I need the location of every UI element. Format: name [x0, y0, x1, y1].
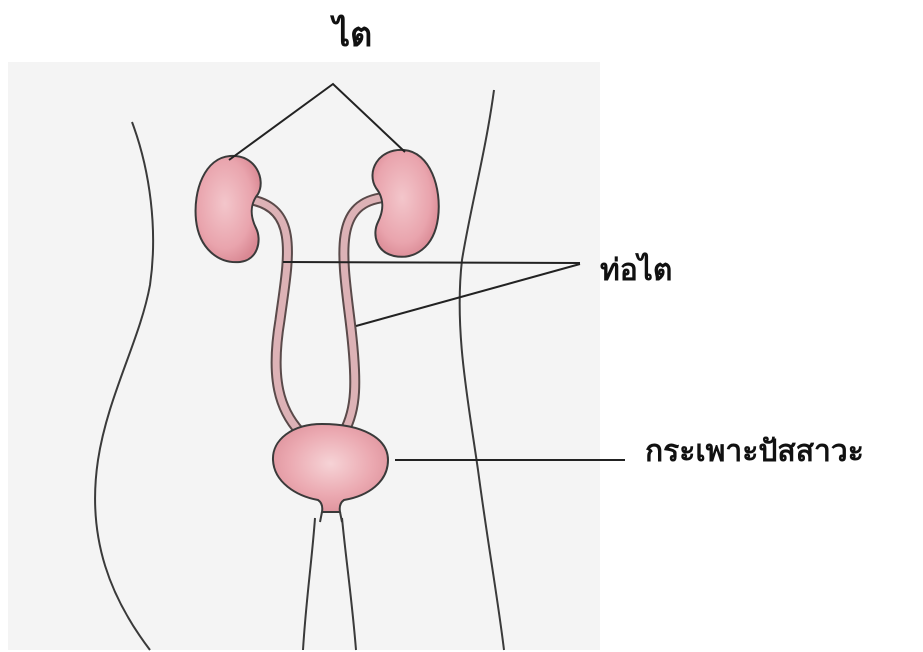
background-panel [8, 62, 600, 650]
ureter-label: ท่อไต [600, 256, 672, 286]
kidney-left [196, 156, 261, 262]
leader-line-ureter-left [283, 262, 580, 263]
kidney-right [372, 150, 438, 257]
bladder-label: กระเพาะปัสสาวะ [645, 437, 864, 467]
kidney-label: ไต [333, 18, 372, 52]
